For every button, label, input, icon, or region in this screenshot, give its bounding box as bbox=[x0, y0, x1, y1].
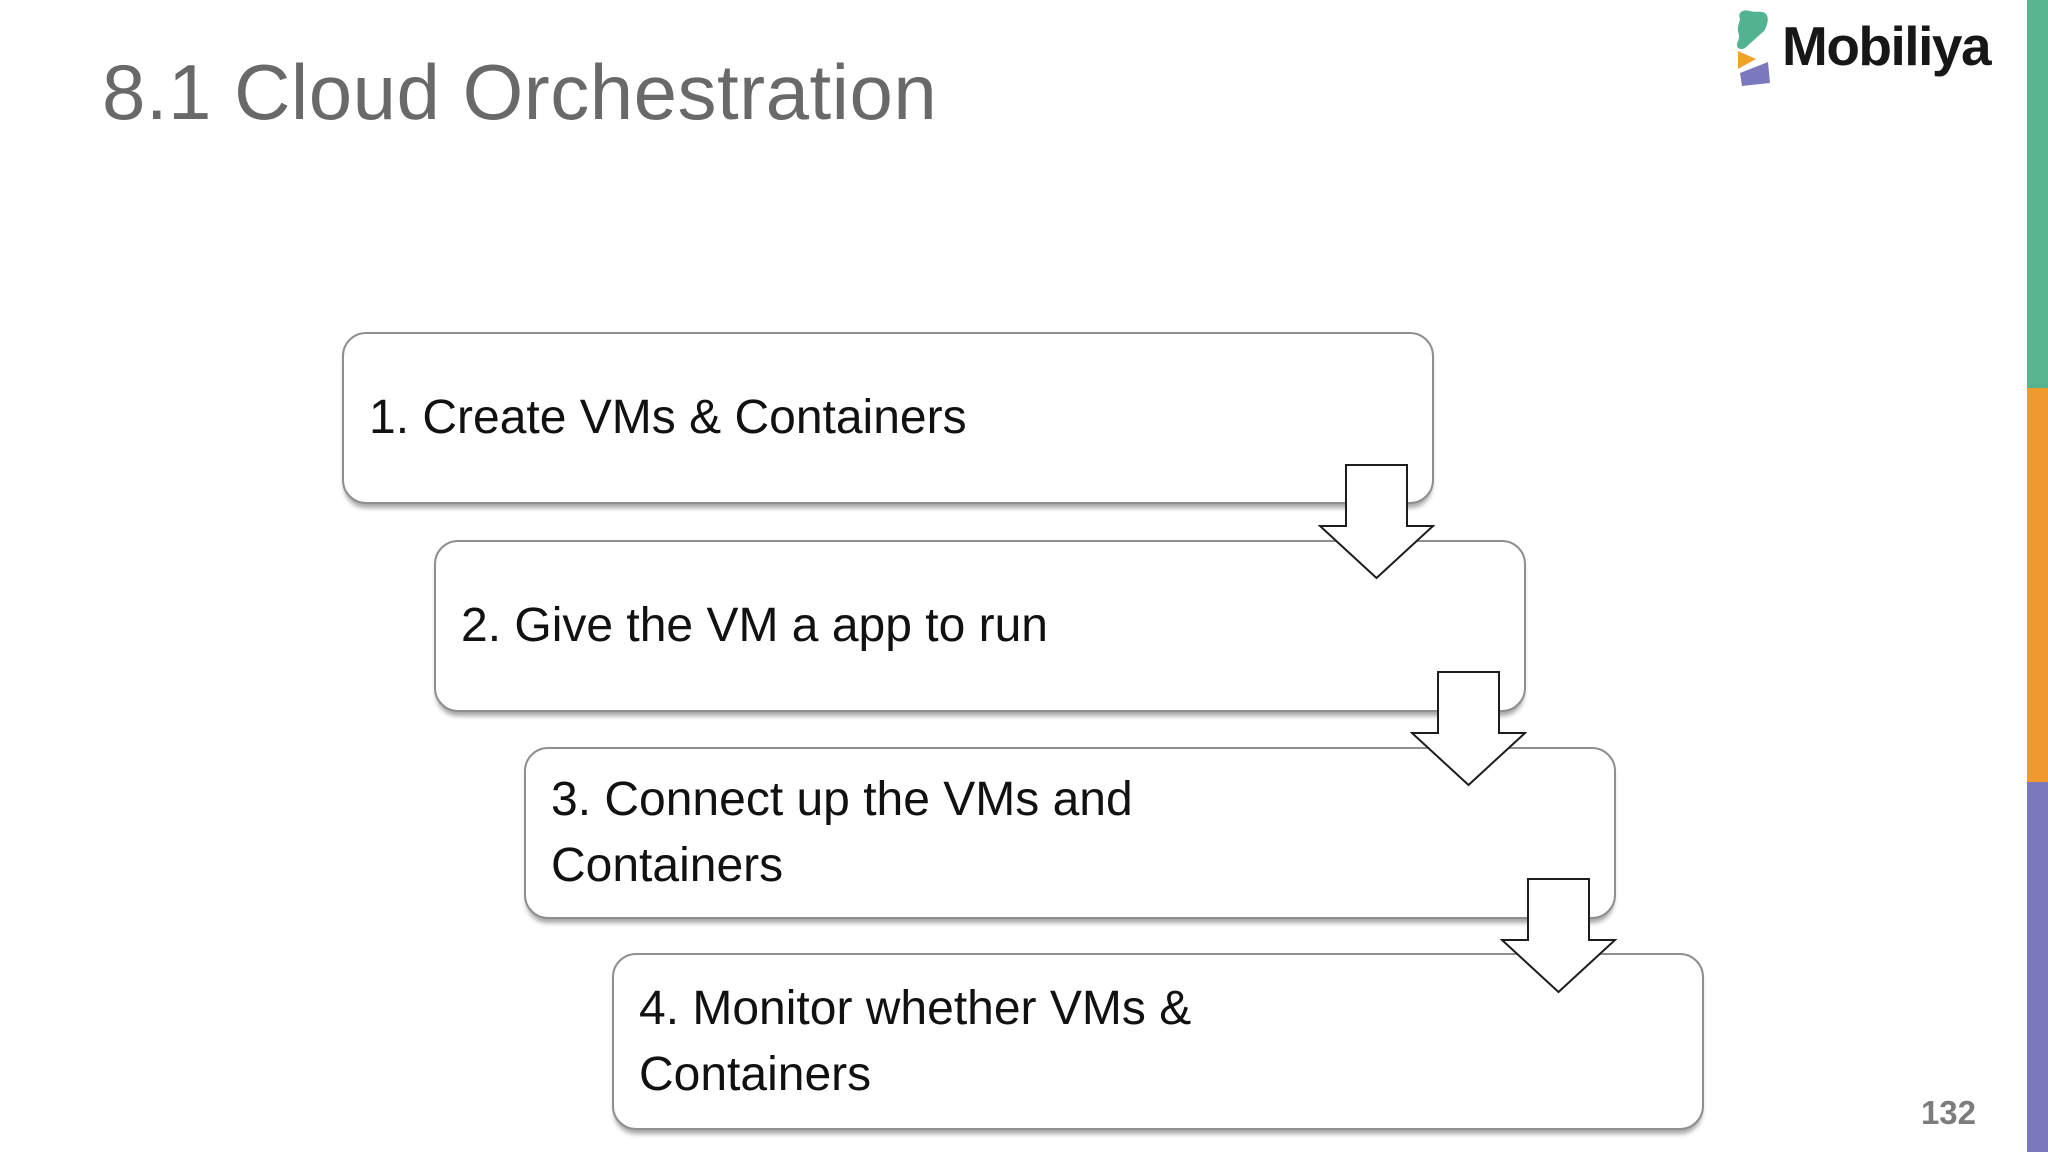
process-step-3: 3. Connect up the VMs and Containers bbox=[524, 747, 1616, 919]
page-title: 8.1 Cloud Orchestration bbox=[102, 48, 938, 136]
mobiliya-logo-text: Mobiliya bbox=[1782, 15, 1992, 77]
mobiliya-logo-icon bbox=[1728, 6, 1772, 86]
edge-stripe-orange bbox=[2027, 388, 2048, 782]
step-3-label: 3. Connect up the VMs and bbox=[551, 773, 1133, 826]
page-number: 132 bbox=[1920, 1094, 1976, 1131]
down-arrow-icon-1 bbox=[1317, 464, 1436, 580]
step-2-label: 2. Give the VM a app to run bbox=[461, 599, 1048, 652]
process-step-1: 1. Create VMs & Containers bbox=[342, 332, 1434, 504]
step-1-label: 1. Create VMs & Containers bbox=[369, 391, 967, 444]
edge-stripe-purple bbox=[2027, 782, 2048, 1152]
down-arrow-icon-2 bbox=[1409, 671, 1528, 787]
step-4-label: 4. Monitor whether VMs & bbox=[639, 981, 1192, 1035]
mobiliya-logo: Mobiliya bbox=[1728, 6, 1992, 86]
process-step-2: 2. Give the VM a app to run bbox=[434, 540, 1526, 712]
down-arrow-icon-3 bbox=[1499, 878, 1618, 994]
step-3-label-line2: Containers bbox=[551, 839, 784, 892]
process-step-4: 4. Monitor whether VMs & Containers bbox=[612, 953, 1704, 1130]
edge-stripe-teal bbox=[2027, 0, 2048, 388]
step-4-label-line2: Containers bbox=[639, 1047, 872, 1101]
